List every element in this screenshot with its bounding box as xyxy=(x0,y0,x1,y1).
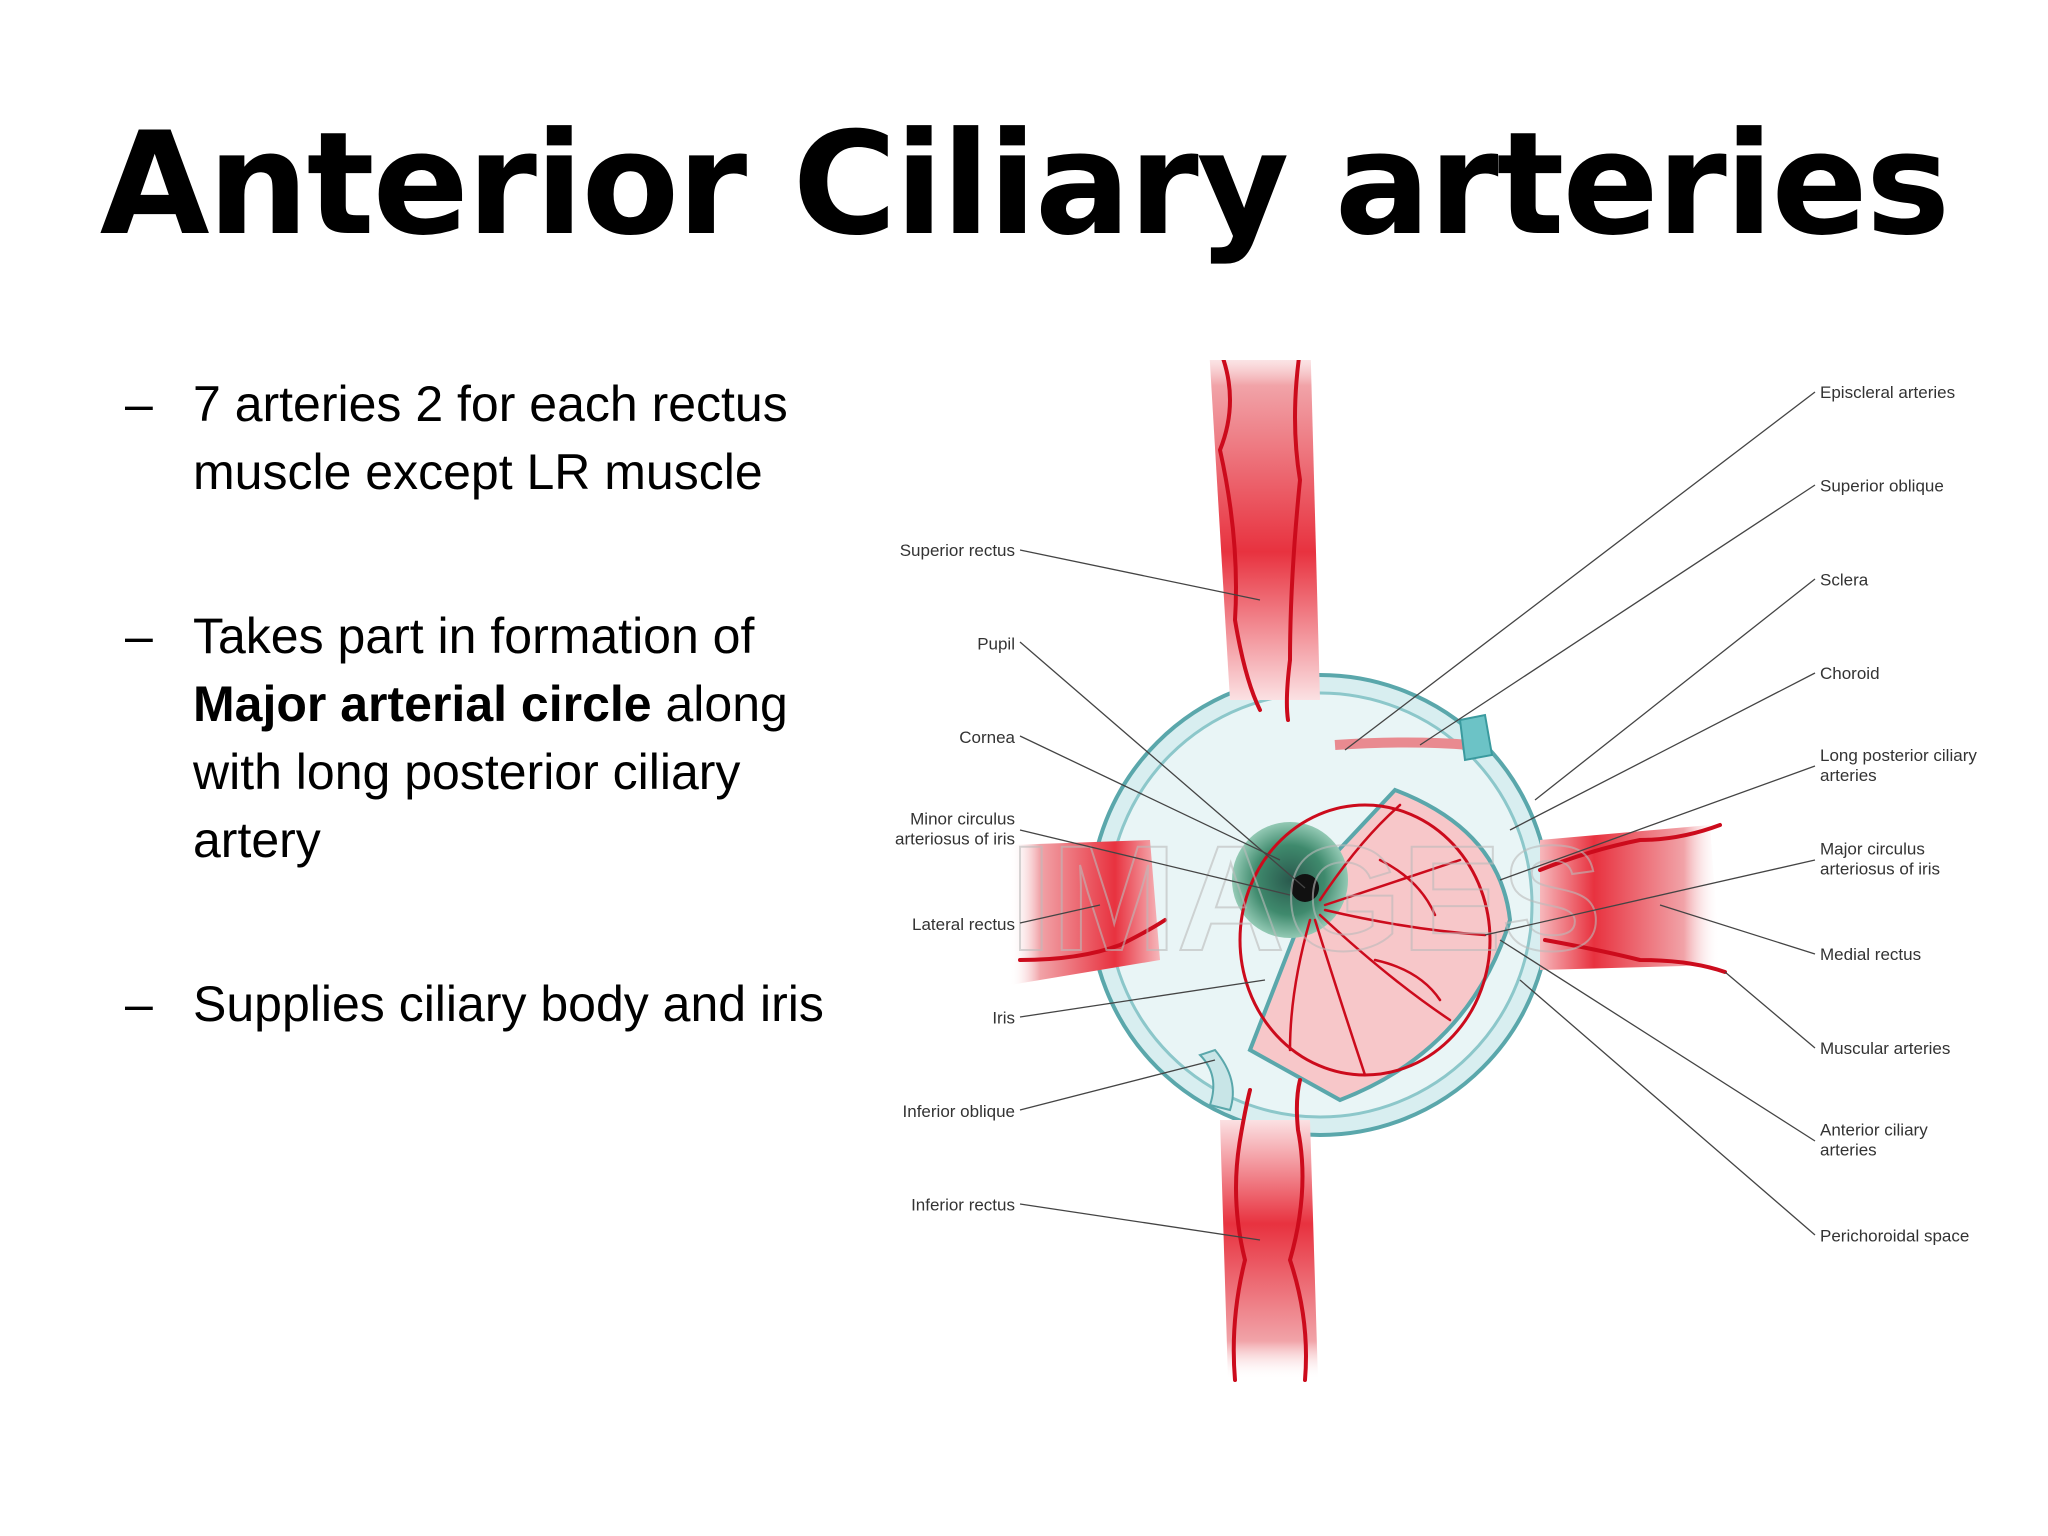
superior-oblique-tendon xyxy=(1334,713,1494,762)
leader-lines xyxy=(1019,391,1816,1241)
bullet-text: Takes part in formation of xyxy=(193,608,755,664)
iris-artery xyxy=(1323,858,1462,907)
leader-medial-rectus xyxy=(1659,904,1816,955)
bullet-list: –7 arteries 2 for each rectus muscle exc… xyxy=(125,370,845,1038)
diagram-label: Iris xyxy=(992,1009,1015,1028)
slide-title: Anterior Ciliary arteries xyxy=(99,102,1951,267)
iris-radial-arteries xyxy=(1288,803,1487,1077)
watermark: IMAGES xyxy=(1010,814,1602,982)
leader-lateral-rectus xyxy=(1019,904,1101,924)
trochlea xyxy=(1458,713,1494,762)
iris-artery xyxy=(1288,918,1312,1052)
diagram-label: Lateral rectus xyxy=(912,915,1015,934)
leader-superior-rectus xyxy=(1019,549,1261,601)
leader-perichoroidal-space xyxy=(1519,979,1816,1236)
diagram-label: Choroid xyxy=(1820,664,1880,683)
iris-artery xyxy=(1318,913,1452,1022)
iris-artery xyxy=(1373,958,1442,1002)
leader-major-circulus xyxy=(1484,859,1816,936)
bullet-text: 7 arteries 2 for each rectus muscle exce… xyxy=(193,376,788,500)
artery-superior-1 xyxy=(1217,360,1262,712)
leader-cornea xyxy=(1019,735,1281,861)
diagram-label: Superior oblique xyxy=(1820,477,1944,496)
iris-artery xyxy=(1378,858,1437,917)
artery-inferior-2 xyxy=(1287,1078,1308,1382)
leader-superior-oblique xyxy=(1419,484,1816,746)
bullet-text: Supplies ciliary body and iris xyxy=(193,976,824,1032)
artery-medial-2 xyxy=(1543,938,1727,974)
diagram-label: Pupil xyxy=(977,635,1015,654)
leader-inferior-rectus xyxy=(1019,1203,1261,1241)
leader-sclera xyxy=(1534,578,1816,801)
medial-rectus-muscle xyxy=(1540,825,1720,970)
superior-oblique-tendon-path xyxy=(1334,737,1471,750)
bullet-dash: – xyxy=(125,608,153,664)
inferior-oblique-muscle xyxy=(1198,1048,1234,1112)
leader-minor-circulus xyxy=(1019,829,1291,896)
iris-artery xyxy=(1313,918,1367,1077)
artery-superior-2 xyxy=(1284,360,1303,722)
leader-choroid xyxy=(1509,672,1816,831)
diagram-label: Medial rectus xyxy=(1820,945,1921,964)
leader-iris xyxy=(1019,979,1266,1018)
bullet-item: –7 arteries 2 for each rectus muscle exc… xyxy=(125,370,845,506)
artery-inferior-1 xyxy=(1231,1088,1252,1382)
arteries xyxy=(1018,360,1727,1382)
leader-pupil xyxy=(1019,641,1306,889)
iris-artery xyxy=(1323,908,1487,937)
bullet-item: –Supplies ciliary body and iris xyxy=(125,970,845,1038)
diagram-label: Muscular arteries xyxy=(1820,1039,1950,1058)
bullet-bold-text: Major arterial circle xyxy=(193,676,652,732)
inferior-rectus-muscle xyxy=(1220,1120,1318,1380)
diagram-label: Perichoroidal space xyxy=(1820,1226,1969,1245)
iris-artery xyxy=(1318,803,1402,902)
diagram-label: Superior rectus xyxy=(900,541,1015,560)
bullet-dash: – xyxy=(125,976,153,1032)
lateral-rectus-muscle xyxy=(1010,840,1160,985)
superior-rectus-muscle xyxy=(1209,360,1320,700)
artery-medial-1 xyxy=(1538,823,1722,872)
diagram-label: Inferior rectus xyxy=(911,1196,1015,1215)
diagram-label: Inferior oblique xyxy=(903,1102,1015,1121)
bullet-item: –Takes part in formation of Major arteri… xyxy=(125,602,845,874)
leader-episcleral-arteries xyxy=(1344,391,1816,751)
iris-segment xyxy=(1247,787,1513,1103)
leader-long-posterior-ciliary xyxy=(1499,765,1816,881)
leader-anterior-ciliary-arteries xyxy=(1499,939,1816,1142)
leader-inferior-oblique xyxy=(1019,1059,1216,1111)
bullet-text: along with long posterior ciliary artery xyxy=(193,676,788,868)
diagram-label: Cornea xyxy=(959,728,1015,747)
diagram-label: Episcleral arteries xyxy=(1820,383,1955,402)
leader-muscular-arteries xyxy=(1724,971,1816,1049)
diagram-label: Sclera xyxy=(1820,570,1869,589)
bullet-dash: – xyxy=(125,376,153,432)
artery-lateral xyxy=(1018,918,1167,962)
